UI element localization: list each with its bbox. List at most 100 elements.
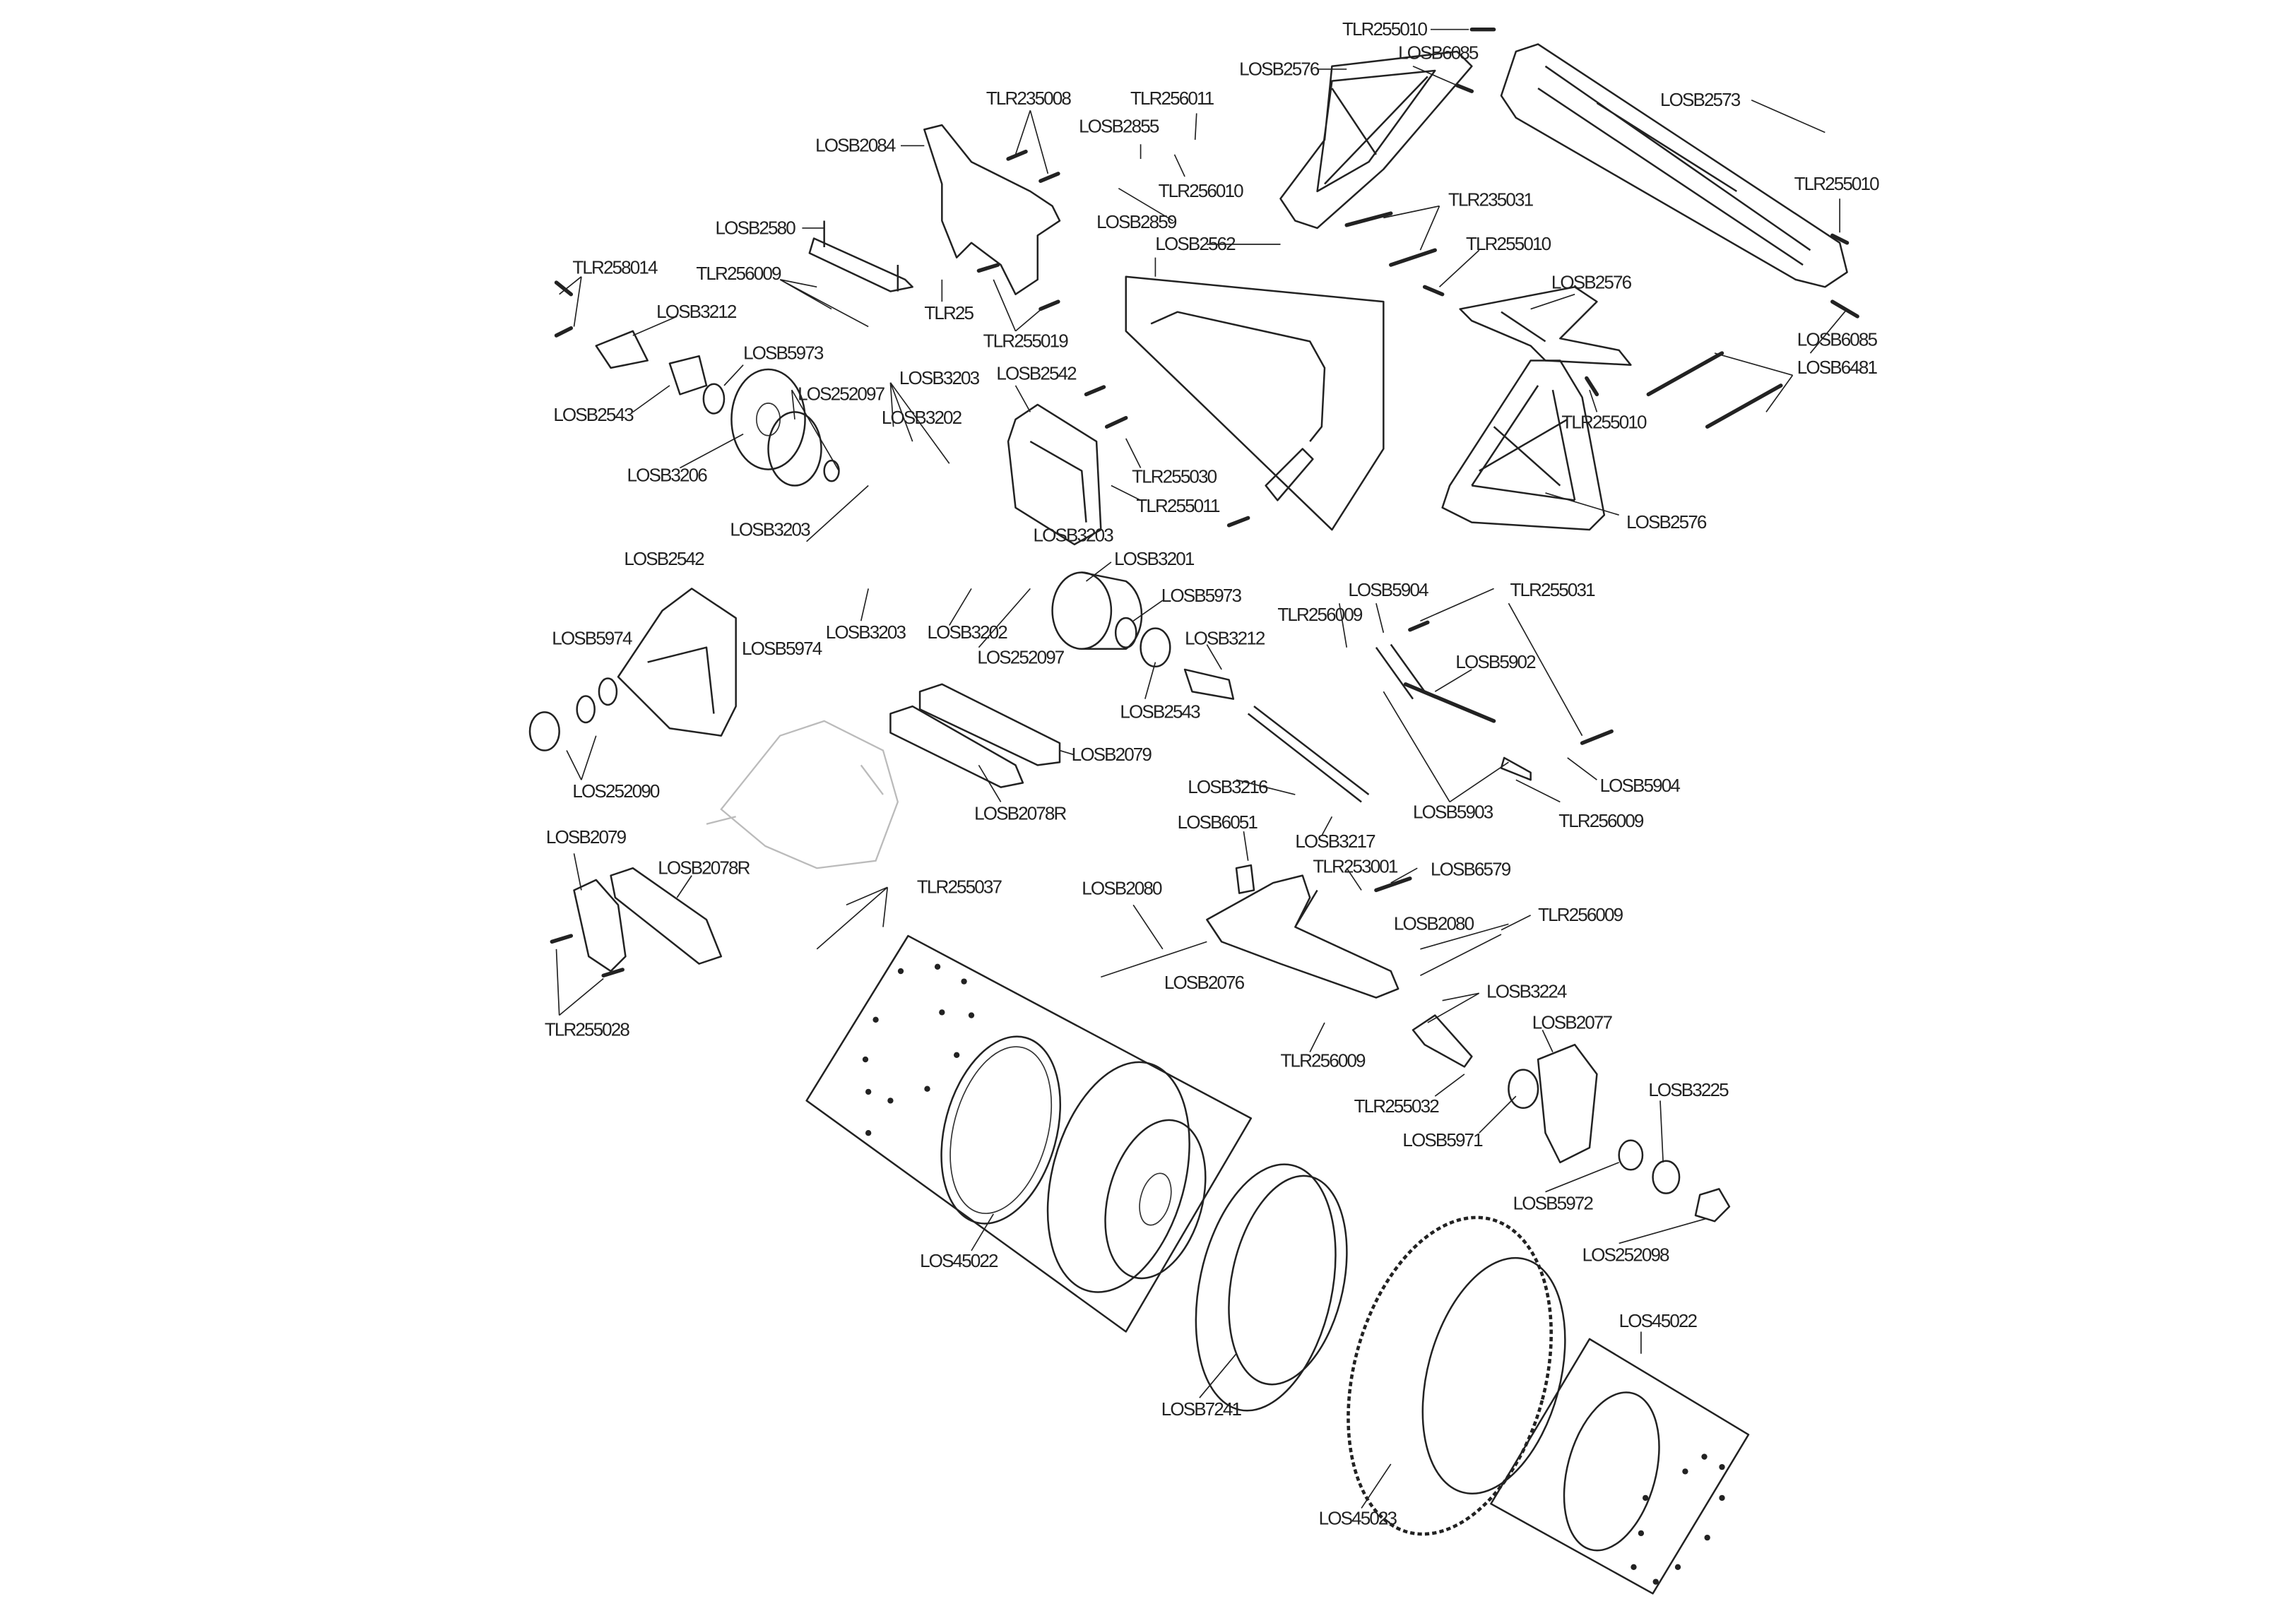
ring-gear	[730, 368, 806, 470]
shock-tower	[923, 124, 1061, 295]
part-label: LOSB6051	[1178, 812, 1258, 833]
part-label: LOS252097	[977, 647, 1064, 668]
part-label: TLR256009	[1277, 604, 1363, 625]
frame-lower	[1441, 359, 1606, 531]
part-label: LOSB3212	[656, 301, 737, 322]
part-label: TLR256011	[1130, 88, 1214, 109]
hinge-brace	[918, 683, 1061, 766]
part-label: LOSB3202	[928, 622, 1008, 643]
part-label: TLR255019	[983, 331, 1069, 352]
part-label: LOSB2080	[1394, 913, 1474, 934]
part-label: LOSB6579	[1431, 859, 1511, 880]
part-label: LOSB2076	[1164, 972, 1245, 993]
wheel-hardware-panel-left	[805, 934, 1253, 1333]
part-label: LOSB3224	[1486, 981, 1567, 1002]
gearbox-upper	[1007, 403, 1102, 546]
treaded-tire	[1347, 1215, 1553, 1536]
part-label: LOSB5972	[1513, 1193, 1594, 1214]
part-label: LOSB2859	[1096, 211, 1177, 232]
part-drawings	[528, 27, 1859, 1595]
hub-carrier	[1537, 1043, 1598, 1164]
part-label: LOSB6481	[1797, 357, 1878, 378]
part-label: TLR235031	[1448, 189, 1534, 210]
wheel	[1046, 1061, 1190, 1293]
part-label: LOSB5903	[1413, 801, 1493, 822]
part-label: LOSB3203	[826, 622, 906, 643]
gearbox-assembly-ghost	[706, 720, 899, 869]
part-label: LOSB3206	[627, 464, 708, 485]
diff-case	[1051, 571, 1113, 650]
part-label: LOSB2543	[553, 404, 634, 425]
part-label: TLR255010	[1561, 411, 1647, 432]
leader-lines	[555, 28, 1848, 1509]
sway-bar-panel	[1125, 275, 1385, 531]
dogbone	[1247, 706, 1370, 803]
part-label: LOSB5974	[552, 628, 632, 649]
part-label: LOSB2079	[546, 826, 627, 848]
gearbox-lower	[617, 588, 737, 737]
part-label: LOSB2573	[1660, 89, 1741, 110]
part-label: LOS45022	[1619, 1310, 1698, 1331]
part-label: TLR255037	[917, 876, 1002, 898]
part-label: LOSB5902	[1455, 651, 1536, 672]
part-label: LOSB7241	[1161, 1398, 1242, 1420]
wheel-hardware-panel-right	[1490, 1338, 1750, 1595]
part-label: TLR256009	[1281, 1050, 1366, 1071]
panel-screws	[862, 963, 1725, 1585]
part-label: TLR256009	[1558, 810, 1644, 831]
part-label: LOSB6085	[1797, 329, 1878, 350]
hinge-pin	[1101, 941, 1207, 978]
part-label: TLR258014	[572, 257, 658, 278]
part-label: LOSB2542	[996, 363, 1077, 384]
part-label: LOSB3201	[1114, 548, 1195, 569]
part-label: LOSB2576	[1239, 58, 1320, 79]
part-label: TLR255010	[1794, 173, 1880, 194]
part-label: TLR255030	[1132, 465, 1217, 487]
part-label: TLR253001	[1313, 855, 1398, 876]
part-label: LOS45022	[920, 1250, 998, 1271]
part-label: TLR255031	[1510, 579, 1596, 600]
part-label: LOSB2543	[1120, 701, 1200, 723]
outdrive	[595, 330, 649, 369]
part-label: LOSB2576	[1626, 511, 1707, 533]
rear-arm	[1206, 874, 1400, 999]
part-label: LOSB2084	[815, 135, 896, 156]
part-label: LOSB5974	[742, 638, 822, 659]
part-label: TLR255032	[1354, 1095, 1440, 1117]
part-label: LOS252097	[798, 384, 884, 405]
part-label: LOSB3202	[882, 407, 962, 428]
part-label: LOSB5973	[743, 342, 824, 363]
part-label: LOSB2562	[1155, 233, 1236, 254]
part-label: LOS45023	[1319, 1507, 1397, 1528]
part-label: TLR256009	[696, 263, 781, 284]
part-label: TLR256010	[1159, 180, 1244, 201]
part-label: TLR25	[924, 302, 974, 323]
part-label: TLR255011	[1136, 495, 1220, 516]
tire-insert	[1195, 1163, 1337, 1412]
sway-bar	[1150, 311, 1326, 442]
part-label: TLR235008	[986, 88, 1072, 109]
part-label: LOSB6085	[1398, 42, 1479, 63]
part-label: LOSB3212	[1185, 628, 1265, 649]
part-label: LOSB3203	[730, 518, 810, 540]
part-label: LOSB2078R	[974, 802, 1066, 824]
part-label: LOSB5973	[1161, 585, 1242, 606]
part-label: LOSB2855	[1079, 116, 1159, 137]
part-label: LOSB2576	[1551, 271, 1632, 292]
part-label: TLR255028	[545, 1019, 630, 1040]
part-label: LOSB2079	[1072, 744, 1152, 765]
camber-mount	[808, 220, 913, 292]
part-label: LOSB3203	[899, 367, 980, 388]
part-label: LOSB2080	[1082, 878, 1162, 899]
rear-bumper	[1500, 43, 1848, 288]
bumper-frame-top	[1279, 50, 1473, 230]
part-label: LOSB5904	[1348, 579, 1428, 600]
part-label: LOSB2078R	[658, 857, 750, 879]
part-label: LOS252098	[1582, 1244, 1669, 1265]
part-label: LOS252090	[572, 780, 659, 802]
part-label: LOSB5904	[1600, 775, 1681, 796]
part-label: LOSB3225	[1648, 1079, 1729, 1100]
part-label: LOSB3203	[1034, 525, 1114, 546]
camber-link	[1403, 682, 1496, 723]
